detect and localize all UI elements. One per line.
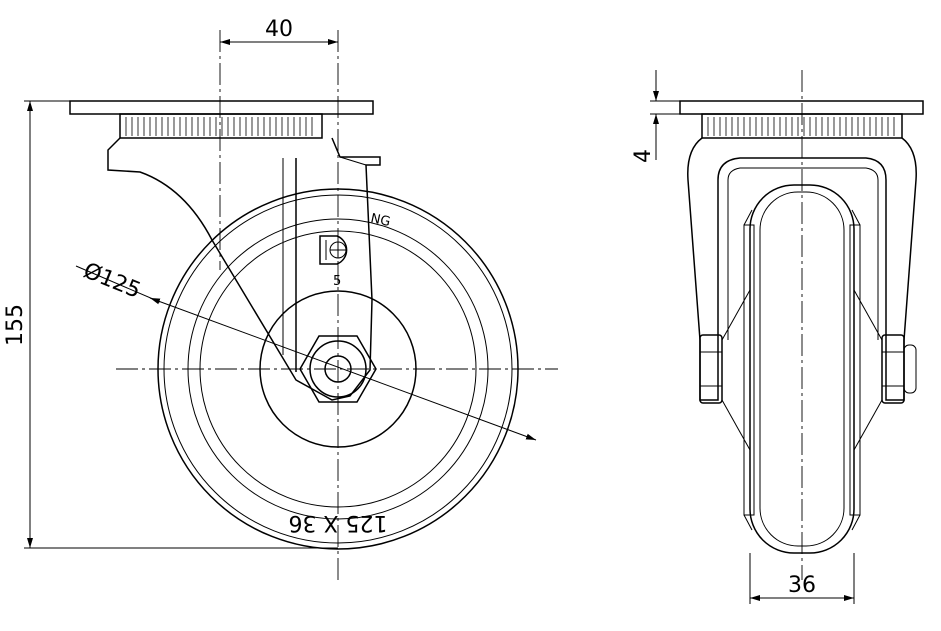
wheel-brand-fragment: NG — [369, 211, 391, 230]
dimension-height: 155 — [3, 304, 28, 346]
side-view: 4 36 — [631, 70, 924, 604]
dimension-plate-thickness: 4 — [631, 149, 656, 163]
dimension-diameter: Ø125 — [80, 258, 144, 303]
side-fork — [687, 137, 917, 401]
dimension-offset: 40 — [265, 17, 293, 42]
side-mounting-plate — [679, 100, 924, 115]
side-axle-nut-left — [699, 334, 723, 404]
brand-logo — [319, 235, 348, 265]
fork-arm — [107, 137, 381, 401]
swivel-bearing — [119, 113, 323, 139]
dimension-wheel-width: 36 — [788, 573, 816, 598]
front-view: 5 NG 125 X 36 40 155 Ø125 — [3, 17, 558, 580]
bearing-knurling — [125, 117, 313, 136]
mounting-plate — [69, 100, 374, 115]
logo-number: 5 — [333, 274, 341, 289]
